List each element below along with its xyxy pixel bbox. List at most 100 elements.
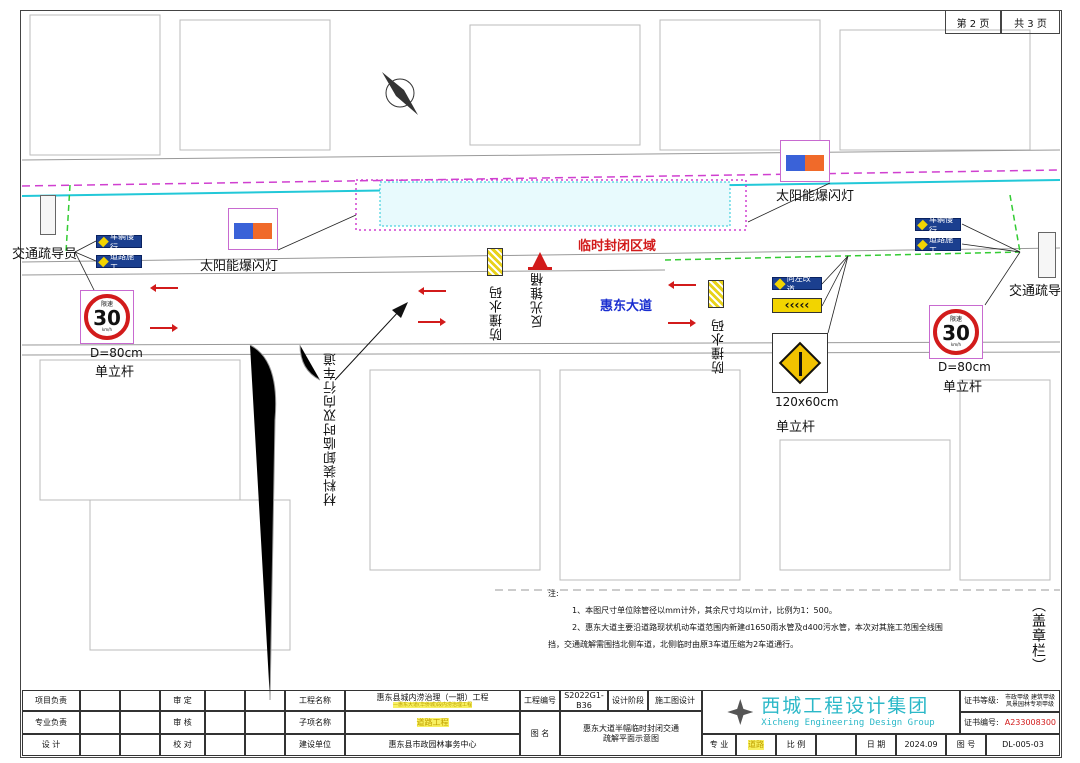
barrier-label-2: 防撞水码: [712, 318, 727, 374]
traffic-arrow-east: [418, 318, 446, 326]
drawing-frame: [20, 10, 1062, 758]
company-cn: 西城工程设计集团: [761, 695, 930, 718]
sign-text: 车辆慢行: [110, 231, 134, 252]
notes-title: 注:: [548, 589, 559, 598]
sign-road-work-left: 道路施工: [96, 252, 142, 272]
merge-sign-icon: [772, 333, 828, 393]
discipline-cell: 道路: [736, 734, 776, 756]
speed-size-left: D=80cm: [90, 346, 143, 360]
solar-lamp-icon-left: [228, 208, 278, 250]
closed-zone-fence: [355, 179, 747, 231]
discipline: 道路: [748, 740, 764, 750]
tb-label: 校 对: [160, 734, 205, 756]
company-logo-icon: [727, 699, 754, 725]
traffic-guard-icon: [1038, 232, 1056, 278]
leader-lines: [74, 182, 1021, 334]
pole-left: 单立杆: [95, 365, 135, 380]
sub-item: 道路工程: [416, 717, 449, 728]
tb-label: 项目负责: [22, 690, 80, 711]
page-current: 第 2 页: [945, 10, 1001, 34]
excavation-zone: [379, 181, 731, 227]
merge-pole: 单立杆: [776, 420, 816, 435]
tb-label: 图 号: [946, 734, 986, 756]
sign-text: 道路施工: [929, 234, 953, 255]
date: 2024.09: [896, 734, 946, 756]
temp-lane-label: 材料装卸临时双向行车道: [324, 352, 339, 506]
sign-detour-left: 向左改道: [772, 274, 822, 294]
traffic-arrow-west: [668, 281, 696, 289]
stamp-area: （盖章栏）: [1030, 598, 1046, 673]
drawing-no: DL-005-03: [986, 734, 1060, 756]
tb-label: 设 计: [22, 734, 80, 756]
building-outlines: [29, 14, 1051, 651]
sign-vehicle-slow-right: 车辆慢行: [915, 215, 961, 235]
tb-label: 图 名: [520, 711, 560, 756]
tb-label: 审 定: [160, 690, 205, 711]
project-sub: —惠东大道(华侨城)段内涝治理工程: [393, 702, 472, 709]
cert-no: A233008300: [1004, 718, 1056, 728]
company-en: Xicheng Engineering Design Group: [761, 718, 935, 728]
tb-label: 子项名称: [285, 711, 345, 734]
note-1: 1、本图尺寸单位除管径以mm计外，其余尺寸均以m计，比例为1：500。: [572, 606, 837, 615]
traffic-arrow-east: [150, 324, 178, 332]
solar-lamp-label-right: 太阳能爆闪灯: [776, 189, 855, 204]
tb-label: 设计阶段: [608, 690, 648, 711]
scale: [816, 734, 856, 756]
tb-label: 工程编号: [520, 690, 560, 711]
solar-lamp-label-left: 太阳能爆闪灯: [200, 259, 279, 274]
tb-label: 建设单位: [285, 734, 345, 756]
chevron-left-sign-icon: ‹‹‹‹‹: [772, 298, 822, 313]
owner: 惠东县市政园林事务中心: [345, 734, 520, 756]
detour-lines: [65, 184, 1021, 261]
sign-text: 道路施工: [110, 251, 134, 272]
tb-label: 证书编号:: [964, 718, 999, 728]
pole-right: 单立杆: [943, 380, 983, 395]
notes: 注: 1、本图尺寸单位除管径以mm计外，其余尺寸均以m计，比例为1：500。 2…: [548, 585, 948, 653]
speed-size-right: D=80cm: [938, 360, 991, 374]
stage: 施工图设计: [648, 690, 702, 711]
guard-label-left: 交通疏导员: [12, 247, 78, 262]
closure-line: [21, 169, 1061, 187]
solar-lamp-icon-right: [780, 140, 830, 182]
cone-icon: [528, 252, 552, 270]
road-name: 惠东大道: [600, 299, 653, 314]
barrier-label-1: 防撞水码: [490, 285, 505, 341]
traffic-arrow-east: [668, 319, 696, 327]
cert-no-cell: 证书编号: A233008300: [960, 712, 1060, 734]
cert-grade: 市政甲级 建筑甲级 风景园林专项甲级: [1005, 693, 1055, 708]
project-no: S2022G1-B36: [560, 690, 608, 711]
tb-label: 专业负责: [22, 711, 80, 734]
cert-grade-cell: 证书等级: 市政甲级 建筑甲级 风景园林专项甲级: [960, 690, 1060, 712]
traffic-arrow-west: [418, 287, 446, 295]
water-barrier-icon: [487, 248, 503, 276]
project-name: 惠东县城内涝治理（一期）工程: [376, 692, 489, 702]
sign-text: 车辆慢行: [929, 214, 953, 235]
sub-item-cell: 道路工程: [345, 711, 520, 734]
north-arrow-icon: [382, 72, 418, 115]
tb-label: 审 核: [160, 711, 205, 734]
guard-label-right: 交通疏导员: [1009, 284, 1061, 299]
sign-text: 向左改道: [786, 273, 811, 294]
tb-label: 比 例: [776, 734, 816, 756]
note-2: 2、惠东大道主要沿道路现状机动车道范围内新建d1650雨水管及d400污水管，本…: [548, 623, 943, 649]
traffic-arrow-west: [150, 284, 178, 292]
water-barrier-icon: [708, 280, 724, 308]
drawing-name: 惠东大道半幅临时封闭交通疏解平面示意图: [560, 711, 702, 756]
tb-label: 工程名称: [285, 690, 345, 711]
tb-label: 证书等级:: [964, 696, 999, 706]
page-total: 共 3 页: [1001, 10, 1060, 34]
temp-lane-arrow: [334, 302, 408, 381]
tb-label: 日 期: [856, 734, 896, 756]
tb-label: 专 业: [702, 734, 736, 756]
cone-label: 反光锥桶: [531, 272, 546, 328]
closed-zone-label: 临时封闭区域: [578, 239, 657, 254]
project-name-cell: 惠东县城内涝治理（一期）工程—惠东大道(华侨城)段内涝治理工程: [345, 690, 520, 711]
merge-size: 120x60cm: [775, 395, 839, 409]
traffic-guard-icon: [40, 195, 56, 235]
sign-road-work-right: 道路施工: [915, 235, 961, 255]
sign-vehicle-slow-left: 车辆慢行: [96, 232, 142, 252]
